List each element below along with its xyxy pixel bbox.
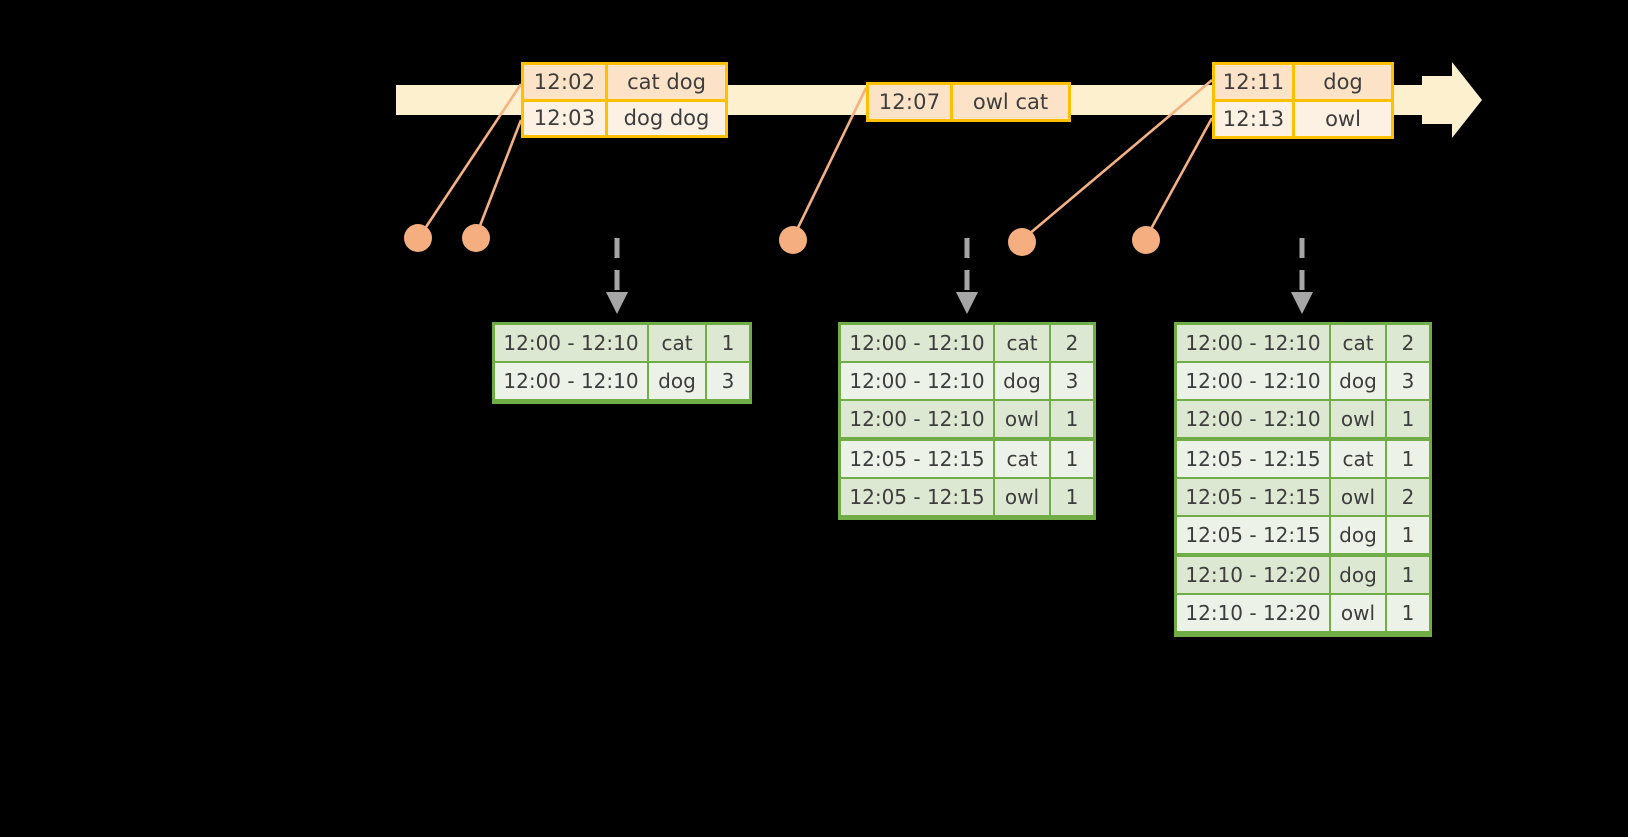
cell-window: 12:00 - 12:10: [1177, 363, 1331, 399]
cell-count: 2: [1387, 325, 1429, 361]
event-row[interactable]: 12:02 cat dog: [524, 65, 725, 99]
event-time: 12:13: [1215, 102, 1295, 136]
event-time: 12:11: [1215, 65, 1295, 99]
cell-word: dog: [1331, 557, 1387, 593]
cell-window: 12:00 - 12:10: [841, 401, 995, 437]
timeline-arrow-head: [1422, 62, 1482, 138]
cell-word: cat: [995, 441, 1051, 477]
event-group-2[interactable]: 12:07 owl cat: [866, 82, 1071, 122]
dashed-arrow-2: [956, 238, 978, 314]
cell-count: 1: [1051, 401, 1093, 437]
table-row[interactable]: 12:00 - 12:10 dog 3: [495, 361, 749, 399]
cell-word: cat: [1331, 441, 1387, 477]
table-row[interactable]: 12:10 - 12:20 dog 1: [1177, 553, 1429, 593]
event-time: 12:03: [524, 101, 608, 135]
cell-count: 1: [1387, 517, 1429, 553]
event-words: owl cat: [953, 85, 1068, 119]
cell-window: 12:05 - 12:15: [841, 479, 995, 515]
cell-word: cat: [649, 325, 707, 361]
cell-window: 12:05 - 12:15: [841, 441, 995, 477]
cell-window: 12:00 - 12:10: [841, 325, 995, 361]
cell-word: cat: [995, 325, 1051, 361]
table-row[interactable]: 12:05 - 12:15 dog 1: [1177, 515, 1429, 553]
cell-count: 3: [707, 363, 749, 399]
cell-count: 2: [1387, 479, 1429, 515]
cell-word: owl: [995, 401, 1051, 437]
cell-word: dog: [995, 363, 1051, 399]
table-row[interactable]: 12:00 - 12:10 dog 3: [841, 361, 1093, 399]
event-dot-1213: [1132, 226, 1160, 254]
event-words: cat dog: [608, 65, 725, 99]
event-dot-1203: [462, 224, 490, 252]
dashed-arrow-3: [1291, 238, 1313, 314]
result-table-3[interactable]: 12:00 - 12:10 cat 2 12:00 - 12:10 dog 3 …: [1174, 322, 1432, 637]
cell-count: 1: [1387, 401, 1429, 437]
event-time: 12:07: [869, 85, 953, 119]
event-row[interactable]: 12:13 owl: [1215, 99, 1391, 136]
cell-count: 3: [1051, 363, 1093, 399]
event-time: 12:02: [524, 65, 608, 99]
connector-line-1213: [1144, 117, 1214, 239]
cell-window: 12:05 - 12:15: [1177, 441, 1331, 477]
connector-line-1203: [474, 119, 523, 237]
table-row[interactable]: 12:05 - 12:15 cat 1: [841, 437, 1093, 477]
event-words: owl: [1295, 102, 1391, 136]
table-row[interactable]: 12:05 - 12:15 cat 1: [1177, 437, 1429, 477]
cell-window: 12:00 - 12:10: [841, 363, 995, 399]
cell-word: owl: [995, 479, 1051, 515]
cell-window: 12:00 - 12:10: [1177, 325, 1331, 361]
cell-word: owl: [1331, 479, 1387, 515]
event-group-3[interactable]: 12:11 dog 12:13 owl: [1212, 62, 1394, 139]
table-row[interactable]: 12:00 - 12:10 dog 3: [1177, 361, 1429, 399]
event-group-1[interactable]: 12:02 cat dog 12:03 dog dog: [521, 62, 728, 138]
cell-word: dog: [1331, 363, 1387, 399]
cell-window: 12:00 - 12:10: [1177, 401, 1331, 437]
dashed-arrow-1: [606, 238, 628, 314]
cell-count: 1: [1387, 595, 1429, 631]
result-table-1[interactable]: 12:00 - 12:10 cat 1 12:00 - 12:10 dog 3: [492, 322, 752, 404]
result-table-2[interactable]: 12:00 - 12:10 cat 2 12:00 - 12:10 dog 3 …: [838, 322, 1096, 520]
cell-window: 12:10 - 12:20: [1177, 557, 1331, 593]
cell-word: owl: [1331, 401, 1387, 437]
event-dot-1211: [1008, 228, 1036, 256]
cell-window: 12:05 - 12:15: [1177, 517, 1331, 553]
table-row[interactable]: 12:00 - 12:10 cat 2: [841, 325, 1093, 361]
event-dot-1202: [404, 224, 432, 252]
table-row[interactable]: 12:05 - 12:15 owl 1: [841, 477, 1093, 515]
table-row[interactable]: 12:00 - 12:10 owl 1: [841, 399, 1093, 437]
event-row[interactable]: 12:03 dog dog: [524, 98, 725, 135]
table-row[interactable]: 12:00 - 12:10 cat 1: [495, 325, 749, 361]
table-row[interactable]: 12:05 - 12:15 owl 2: [1177, 477, 1429, 515]
event-words: dog: [1295, 65, 1391, 99]
cell-count: 1: [1051, 441, 1093, 477]
table-row[interactable]: 12:10 - 12:20 owl 1: [1177, 593, 1429, 631]
cell-word: dog: [649, 363, 707, 399]
event-dot-1207: [779, 226, 807, 254]
cell-window: 12:00 - 12:10: [495, 325, 649, 361]
event-row[interactable]: 12:07 owl cat: [869, 85, 1068, 119]
cell-count: 3: [1387, 363, 1429, 399]
table-row[interactable]: 12:00 - 12:10 owl 1: [1177, 399, 1429, 437]
cell-word: cat: [1331, 325, 1387, 361]
cell-window: 12:05 - 12:15: [1177, 479, 1331, 515]
table-row[interactable]: 12:00 - 12:10 cat 2: [1177, 325, 1429, 361]
cell-count: 1: [707, 325, 749, 361]
cell-count: 1: [1387, 441, 1429, 477]
cell-window: 12:10 - 12:20: [1177, 595, 1331, 631]
cell-count: 2: [1051, 325, 1093, 361]
cell-window: 12:00 - 12:10: [495, 363, 649, 399]
cell-word: owl: [1331, 595, 1387, 631]
event-row[interactable]: 12:11 dog: [1215, 65, 1391, 99]
cell-count: 1: [1387, 557, 1429, 593]
event-words: dog dog: [608, 101, 725, 135]
cell-count: 1: [1051, 479, 1093, 515]
cell-word: dog: [1331, 517, 1387, 553]
